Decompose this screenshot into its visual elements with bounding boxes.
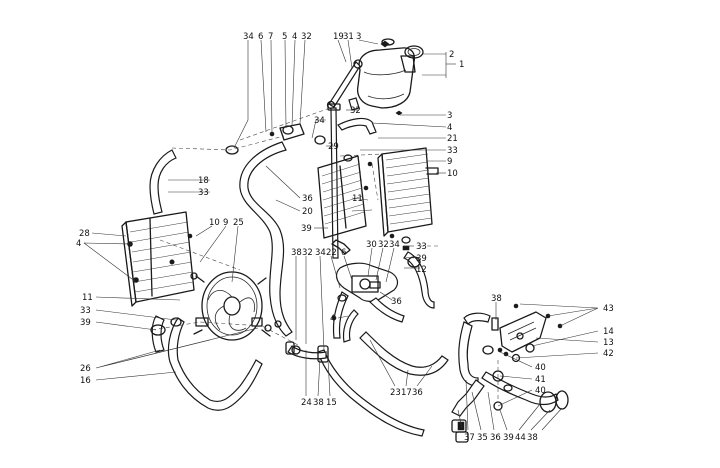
part-label: 32 xyxy=(302,248,313,258)
lower-hoses xyxy=(285,331,449,437)
part-label: 33 xyxy=(198,188,209,198)
part-label: 42 xyxy=(603,349,614,359)
part-label: 31 xyxy=(343,32,354,42)
part-label: 2 xyxy=(449,50,454,60)
part-label: 19 xyxy=(333,32,344,42)
part-label: 6 xyxy=(341,248,346,258)
part-label: 39 xyxy=(301,224,312,234)
part-label: 4 xyxy=(292,32,297,42)
part-label: 21 xyxy=(447,134,458,144)
part-label: 18 xyxy=(198,176,209,186)
part-label: 12 xyxy=(416,265,427,275)
coolant-junction xyxy=(332,262,405,343)
radiator-hoses xyxy=(149,141,293,411)
part-label: 4 xyxy=(76,239,81,249)
part-label: 9 xyxy=(447,157,452,167)
part-label: 10 xyxy=(209,218,220,228)
part-label: 10 xyxy=(447,169,458,179)
part-label: 7 xyxy=(268,32,273,42)
part-label: 29 xyxy=(328,142,339,152)
part-label: 3 xyxy=(447,111,452,121)
part-label: 11 xyxy=(352,194,363,204)
part-label: 39 xyxy=(503,433,514,443)
part-label: 32 xyxy=(350,106,361,116)
part-label: 16 xyxy=(80,376,91,386)
part-label: 33 xyxy=(447,146,458,156)
part-label: 44 xyxy=(515,433,526,443)
left-radiator xyxy=(121,211,195,307)
leader-lines xyxy=(83,39,599,431)
part-label: 36 xyxy=(490,433,501,443)
part-label: 32 xyxy=(378,240,389,250)
part-label: 14 xyxy=(603,327,614,337)
part-label: 1 xyxy=(459,60,464,70)
part-label: 41 xyxy=(535,375,546,385)
part-label: 15 xyxy=(326,398,337,408)
part-label: 24 xyxy=(301,398,312,408)
part-label: 32 xyxy=(301,32,312,42)
part-label: 40 xyxy=(535,363,546,373)
expansion-tank xyxy=(356,38,424,116)
hose-12 xyxy=(403,251,435,309)
part-label: 26 xyxy=(80,364,91,374)
part-label: 38 xyxy=(491,294,502,304)
part-label: 4 xyxy=(330,314,335,324)
part-label: 38 xyxy=(291,248,302,258)
part-label: 20 xyxy=(302,207,313,217)
part-label: 13 xyxy=(603,338,614,348)
part-label: 35 xyxy=(477,433,488,443)
part-label: 3 xyxy=(356,32,361,42)
part-label: 9 xyxy=(223,218,228,228)
part-label: 25 xyxy=(233,218,244,228)
cooling-fan xyxy=(190,271,272,341)
alignment-lines xyxy=(151,107,499,400)
part-label: 38 xyxy=(527,433,538,443)
part-label: 11 xyxy=(82,293,93,303)
middle-radiator xyxy=(317,155,369,255)
part-label: 23 xyxy=(390,388,401,398)
part-label: 4 xyxy=(447,123,452,133)
part-label: 39 xyxy=(80,318,91,328)
right-radiator xyxy=(377,147,439,239)
part-label: 36 xyxy=(302,194,313,204)
part-label: 39 xyxy=(416,254,427,264)
part-label: 36 xyxy=(412,388,423,398)
part-label: 33 xyxy=(416,242,427,252)
water-pump-hoses xyxy=(451,312,569,443)
part-label: 38 xyxy=(313,398,324,408)
part-label: 30 xyxy=(366,240,377,250)
part-label: 28 xyxy=(79,229,90,239)
part-label: 43 xyxy=(603,304,614,314)
part-label: 34 xyxy=(314,116,325,126)
part-number-labels: 34 6 7 5 4 32 19 31 3 2 1 3 4 32 34 21 3… xyxy=(76,32,614,443)
part-label: 17 xyxy=(401,388,412,398)
part-label: 6 xyxy=(258,32,263,42)
part-label: 5 xyxy=(282,32,287,42)
part-label: 37 xyxy=(464,433,475,443)
part-label: 36 xyxy=(391,297,402,307)
part-label: 34 xyxy=(315,248,326,258)
part-label: 33 xyxy=(80,306,91,316)
part-label: 34 xyxy=(389,240,400,250)
part-label: 34 xyxy=(243,32,254,42)
part-label: 22 xyxy=(326,248,337,258)
part-label: 40 xyxy=(535,386,546,396)
